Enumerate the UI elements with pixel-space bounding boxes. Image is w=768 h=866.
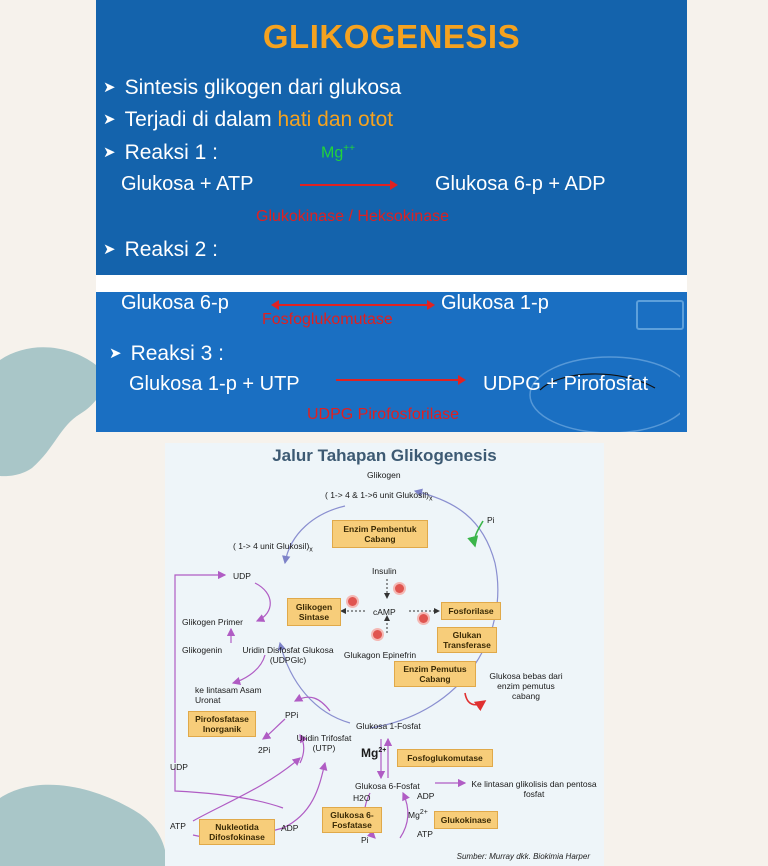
slide-bottom-panel — [96, 292, 687, 432]
reaction1-arrow — [300, 180, 398, 190]
mg-symbol: Mg — [321, 144, 344, 162]
enzyme-fosforilase: Fosforilase — [441, 602, 501, 620]
diagram-title: Jalur Tahapan Glikogenesis — [272, 446, 497, 465]
label-unit-16: ( 1-> 4 & 1->6 unit Glukosil)x — [325, 490, 432, 503]
label-glukosa-6-fosfat: Glukosa 6-Fosfat — [355, 781, 420, 791]
bullet-reaksi-2: ➤ Reaksi 2 : — [103, 238, 218, 262]
label-atp-left: ATP — [170, 821, 186, 831]
label-udpglc: Uridin Disfosfat Glukosa (UDPGlc) — [242, 645, 334, 665]
unit-16-sub: x — [428, 494, 433, 503]
reaction3-left: Glukosa 1-p + UTP — [129, 373, 300, 395]
bullet-reaksi-1: ➤ Reaksi 1 : — [103, 141, 218, 165]
bullet-text: Reaksi 2 : — [124, 238, 218, 261]
reaction2-enzyme: Fosfoglukomutase — [262, 311, 393, 328]
mg-cofactor: Mg++ — [321, 143, 355, 162]
pathway-arrows — [174, 488, 499, 839]
bullet-text: Reaksi 1 : — [124, 141, 218, 164]
reaction2-arrow — [271, 300, 435, 310]
mg-charge-sup: 2+ — [378, 747, 387, 754]
enzyme-glukan-transferase: Glukan Transferase — [437, 627, 497, 653]
mg2-charge-sup: 2+ — [419, 809, 428, 816]
reaction1-enzyme: Glukokinase / Heksokinase — [256, 208, 449, 225]
label-glukosa-1-fosfat: Glukosa 1-Fosfat — [356, 721, 421, 731]
enzyme-nukleotida-difosfokinase: Nukleotida Difosfokinase — [199, 819, 275, 845]
bullet-arrow-icon: ➤ — [103, 111, 116, 128]
bullet-lokasi: ➤ Terjadi di dalam hati dan otot — [103, 108, 393, 132]
bullet-sintesis: ➤ Sintesis glikogen dari glukosa — [103, 76, 401, 100]
unit-14-sub: x — [309, 545, 313, 554]
label-adp-left: ADP — [281, 823, 299, 833]
bullet-text: Reaksi 3 : — [130, 342, 224, 365]
reaction3-right: UDPG + Pirofosfat — [483, 373, 649, 395]
bullet-text: Sintesis glikogen dari glukosa — [124, 76, 402, 99]
slide-top-panel — [96, 0, 687, 275]
label-adp-right: ADP — [417, 791, 435, 801]
regulation-dot — [419, 614, 428, 623]
label-glukosa-bebas: Glukosa bebas dari enzim pemutus cabang — [489, 671, 563, 701]
reaction1-left: Glukosa + ATP — [121, 173, 254, 195]
faint-circle-decoration — [529, 356, 680, 432]
label-udp-top: UDP — [233, 571, 251, 581]
label-asam-uronat: ke lintasam Asam Uronat — [195, 685, 262, 705]
enzyme-glukosa-6-fosfatase: Glukosa 6-Fosfatase — [322, 807, 382, 833]
label-glikogenin: Glikogenin — [182, 645, 223, 655]
label-2pi: 2Pi — [258, 745, 271, 755]
mg2-text: Mg — [408, 809, 420, 820]
bullet-text: Terjadi di dalam — [124, 108, 278, 131]
slide-divider — [96, 275, 687, 292]
mg-text: Mg — [361, 746, 379, 760]
label-utp: Uridin Trifosfat (UTP) — [296, 733, 352, 753]
regulation-dot — [395, 584, 404, 593]
label-pi-top: Pi — [487, 515, 495, 525]
enzyme-glikogen-sintase: Glikogen Sintase — [287, 598, 341, 626]
enzyme-pirofosfatase: Pirofosfatase Inorganik — [188, 711, 256, 737]
label-mg2: Mg2+ — [408, 809, 428, 820]
label-pi-bottom: Pi — [361, 835, 369, 845]
reaction3-enzyme: UDPG Pirofosforilase — [307, 406, 460, 423]
glycogenesis-pathway-diagram: Jalur Tahapan Glikogenesis Glikogen ( 1-… — [165, 443, 604, 866]
mg-charge: ++ — [343, 143, 355, 154]
regulation-dot — [348, 597, 357, 606]
bullet-highlight: hati dan otot — [277, 108, 394, 131]
reaction2-right: Glukosa 1-p — [441, 292, 549, 314]
source-citation: Sumber: Murray dkk. Biokimia Harper — [456, 852, 590, 861]
label-glikogen: Glikogen — [367, 470, 401, 480]
decorative-blob-left — [0, 347, 104, 477]
enzyme-pemutus-cabang: Enzim Pemutus Cabang — [394, 661, 476, 687]
bullet-arrow-icon: ➤ — [103, 79, 116, 96]
decorative-blob-bottom — [0, 784, 167, 866]
label-atp-right: ATP — [417, 829, 433, 839]
unit-16-text: ( 1-> 4 & 1->6 unit Glukosil) — [325, 490, 429, 500]
slide-content: GLIKOGENESIS ➤ Sintesis glikogen dari glu… — [0, 0, 768, 432]
label-h2o: H2O — [353, 793, 371, 803]
slide-title: GLIKOGENESIS — [262, 18, 521, 55]
faint-logo-icon — [636, 300, 684, 330]
label-ke-lintasan-glikolisis: Ke lintasan glikolisis dan pentosa fosfa… — [471, 779, 597, 799]
enzyme-pembentuk-cabang: Enzim Pembentuk Cabang — [332, 520, 428, 548]
enzyme-fosfoglukomutase: Fosfoglukomutase — [397, 749, 493, 767]
unit-14-text: ( 1-> 4 unit Glukosil) — [233, 541, 310, 551]
reaction1-right: Glukosa 6-p + ADP — [435, 173, 606, 195]
enzyme-glukokinase: Glukokinase — [434, 811, 498, 829]
label-insulin: Insulin — [372, 566, 397, 576]
regulation-dot — [373, 630, 382, 639]
reaction3-arrow — [336, 375, 466, 385]
label-glukagon-epinefrin: Glukagon Epinefrin — [343, 650, 417, 660]
bullet-reaksi-3: ➤ Reaksi 3 : — [109, 342, 224, 366]
bullet-arrow-icon: ➤ — [109, 345, 122, 362]
bullet-arrow-icon: ➤ — [103, 144, 116, 161]
label-camp: cAMP — [373, 607, 396, 617]
label-mg: Mg2+ — [361, 746, 386, 760]
label-unit-14: ( 1-> 4 unit Glukosil)x — [233, 541, 313, 554]
label-ppi: PPi — [285, 710, 299, 720]
bullet-arrow-icon: ➤ — [103, 241, 116, 258]
label-udp-left: UDP — [170, 762, 188, 772]
label-glikogen-primer: Glikogen Primer — [182, 617, 243, 627]
reaction2-left: Glukosa 6-p — [121, 292, 229, 314]
